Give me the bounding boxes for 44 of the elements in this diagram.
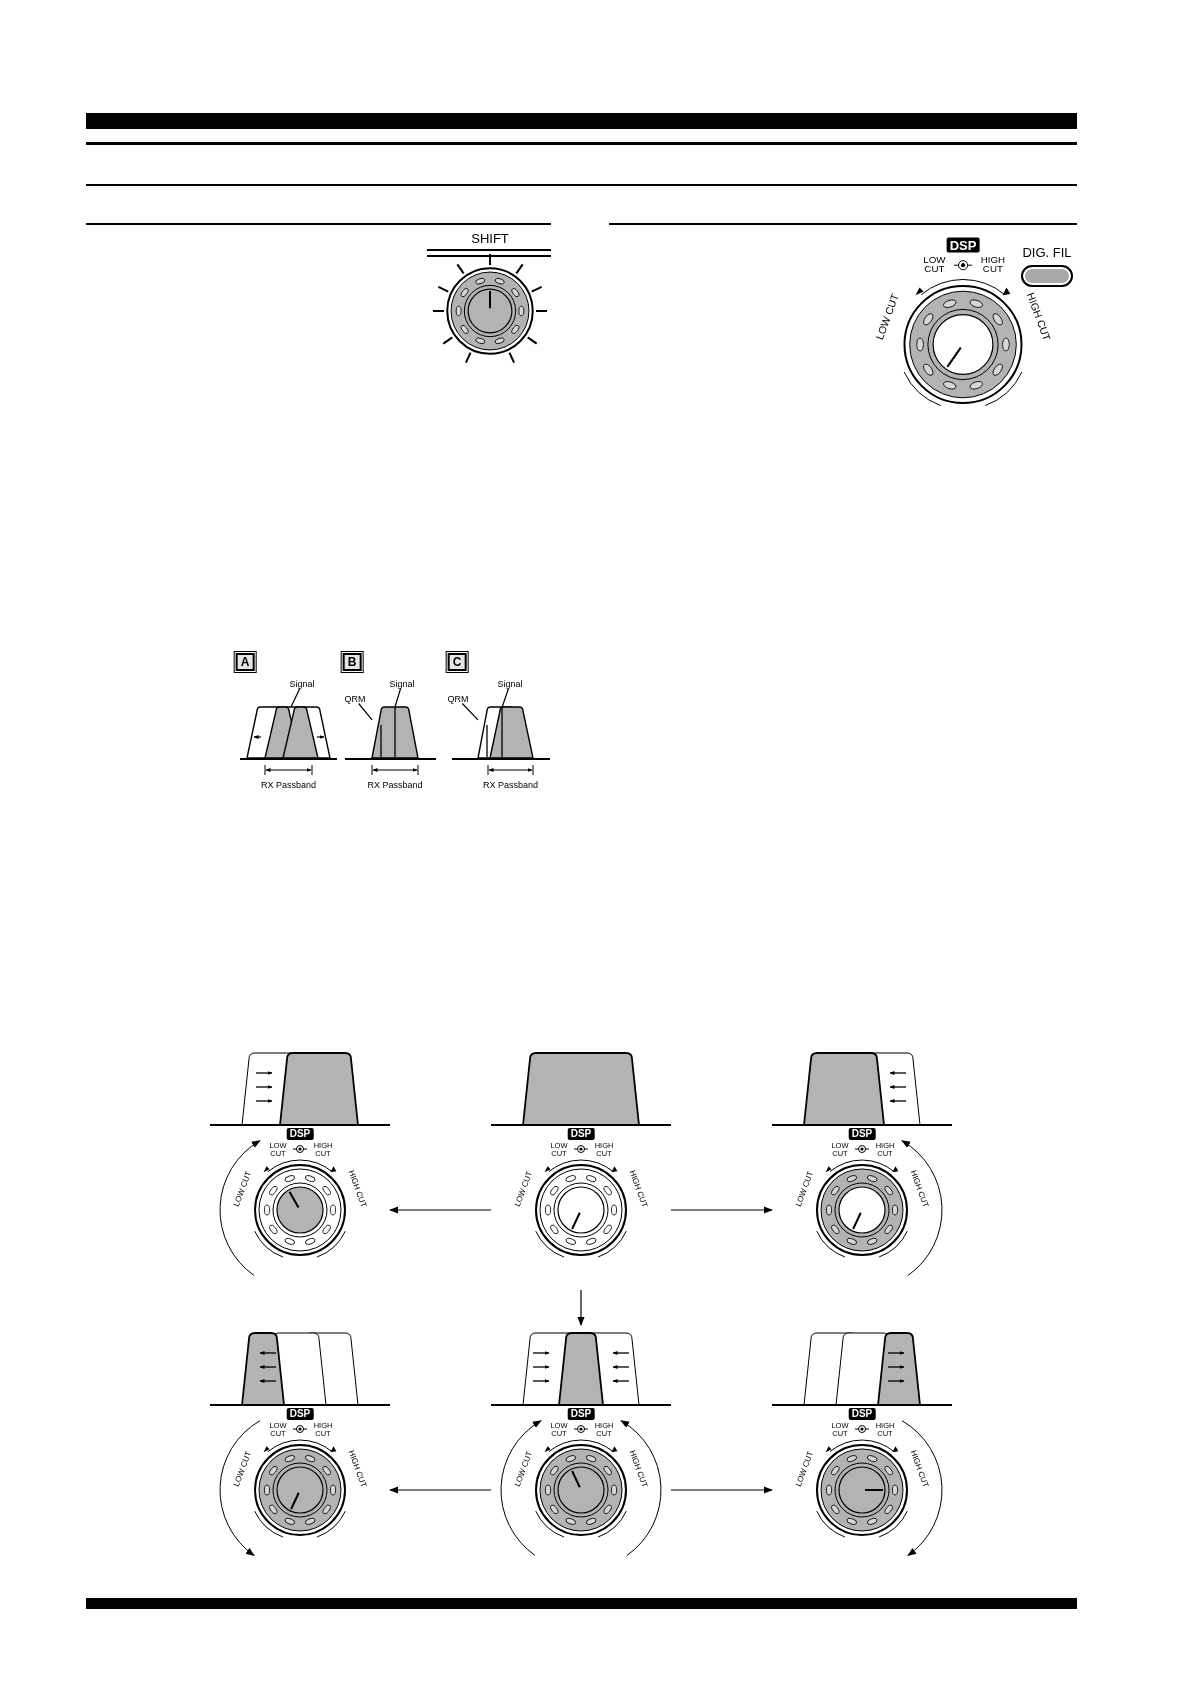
scale-label: LOW CUT — [794, 1450, 815, 1488]
knob-label: SHIFT — [471, 231, 509, 245]
arrow — [577, 1289, 585, 1326]
dial-label: LOW CUT — [922, 254, 947, 275]
scale-label: LOW CUT — [232, 1450, 253, 1488]
passband-drawing — [246, 706, 331, 759]
dsp-badge: DSP — [286, 1128, 314, 1140]
panel-letter: B — [342, 653, 362, 671]
dimension-label: RX Passband — [483, 780, 538, 790]
arrow — [389, 1206, 492, 1214]
dsp-badge: DSP — [286, 1408, 314, 1420]
dsp-badge: DSP — [946, 237, 980, 253]
callout-label: QRM — [344, 694, 366, 704]
passband-drawing — [477, 706, 534, 759]
arrow — [670, 1486, 773, 1494]
scale-label: LOW CUT — [794, 1170, 815, 1208]
callout-label: QRM — [447, 694, 469, 704]
dsp-badge: DSP — [848, 1128, 876, 1140]
callout-label: Signal — [289, 679, 315, 689]
scale-label: LOW CUT — [513, 1450, 534, 1488]
scale-label: HIGH CUT — [627, 1169, 649, 1209]
button-label: DIG. FIL — [1022, 245, 1072, 259]
panel-letter: C — [447, 653, 467, 671]
scale-label: HIGH CUT — [908, 1449, 930, 1489]
callout-label: Signal — [389, 679, 415, 689]
passband-drawing — [371, 706, 419, 759]
scale-label: LOW CUT — [513, 1170, 534, 1208]
dsp-badge: DSP — [848, 1408, 876, 1420]
scale-label: LOW CUT — [875, 292, 902, 342]
scale-label: HIGH CUT — [1024, 291, 1051, 343]
arrow — [389, 1486, 492, 1494]
dsp-badge: DSP — [567, 1128, 595, 1140]
dimension-label: RX Passband — [367, 780, 423, 790]
callout-label: Signal — [497, 679, 523, 689]
scale-label: HIGH CUT — [346, 1169, 368, 1209]
dial-label: HIGH CUT — [979, 254, 1007, 275]
panel-letter: A — [235, 653, 255, 671]
scale-label: LOW CUT — [232, 1170, 253, 1208]
arrow — [670, 1206, 773, 1214]
dsp-badge: DSP — [567, 1408, 595, 1420]
scale-label: HIGH CUT — [346, 1449, 368, 1489]
scale-label: HIGH CUT — [627, 1449, 649, 1489]
dimension-label: RX Passband — [261, 780, 316, 790]
scale-label: HIGH CUT — [908, 1169, 930, 1209]
